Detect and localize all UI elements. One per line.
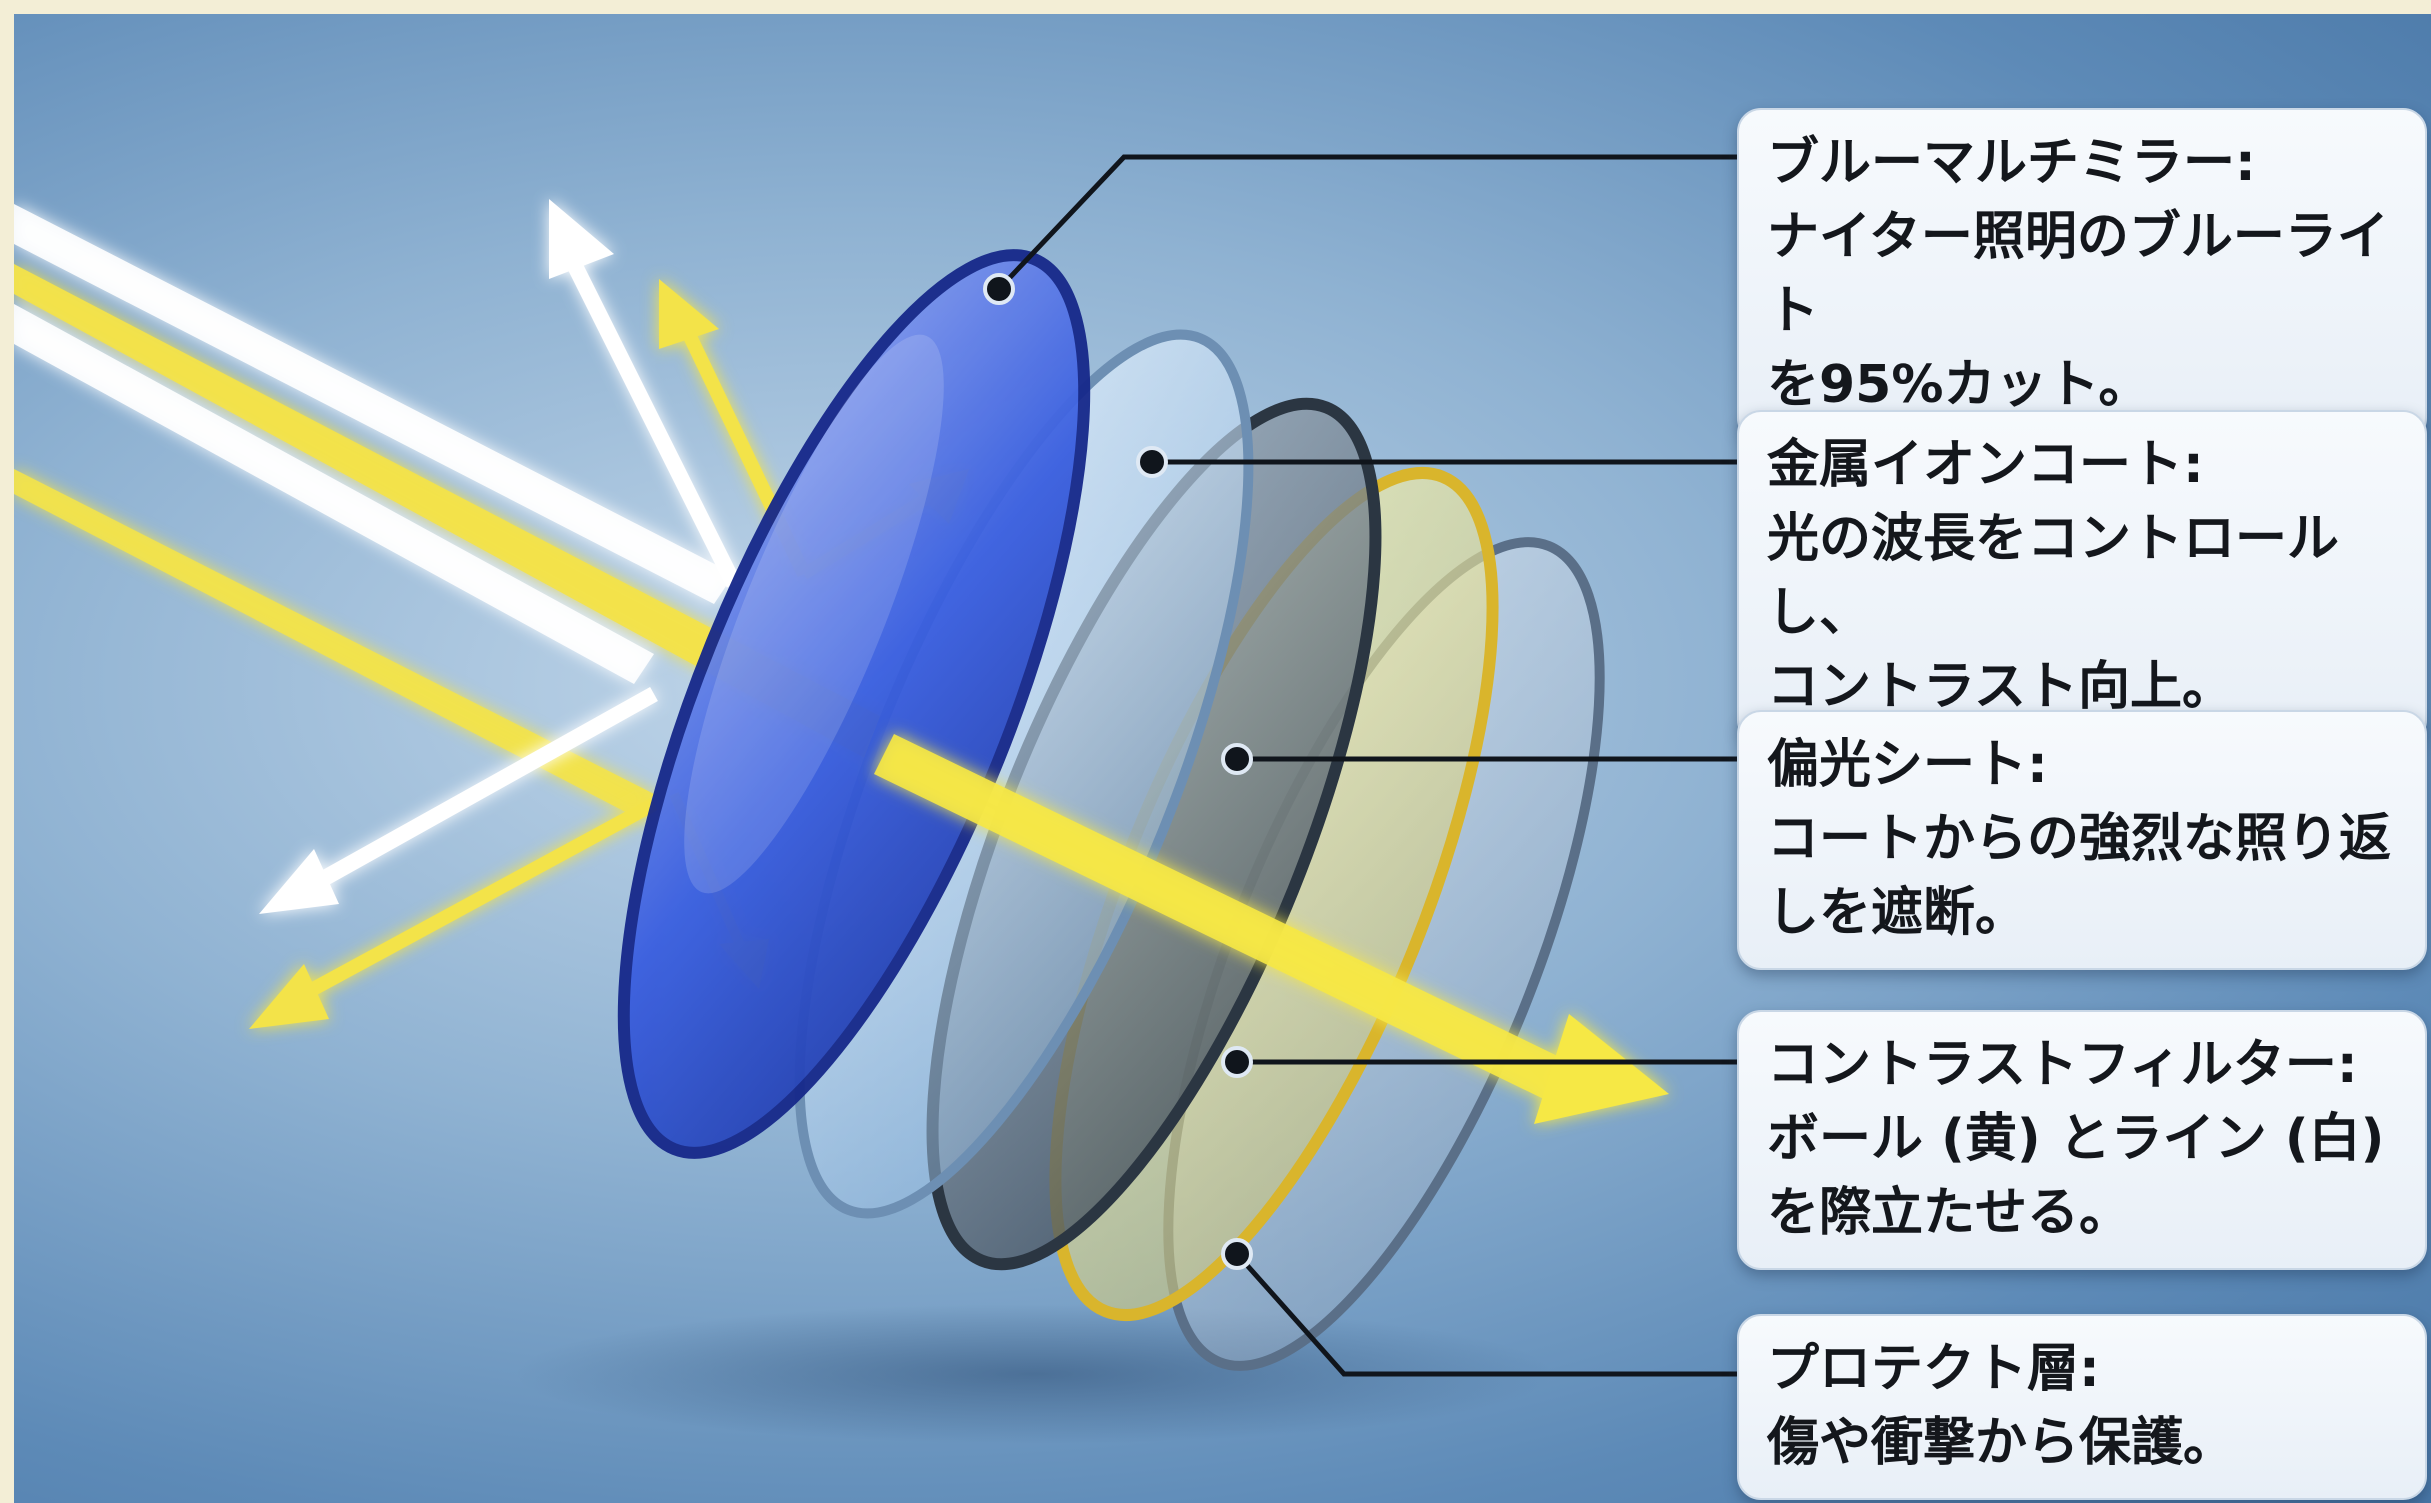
yellow-reflect-down-arrowhead	[249, 964, 329, 1029]
lens-illustration	[14, 154, 1737, 1444]
transmitted-light-ray	[874, 734, 1669, 1124]
white-reflect-down	[310, 687, 658, 891]
white-reflect-up	[566, 260, 742, 588]
callout-description: ナイター照明のブルーライト を95%カット。	[1767, 207, 2389, 415]
incoming-light-rays	[14, 204, 914, 819]
callout-title: 金属イオンコート:	[1767, 435, 2204, 495]
white-reflect-down-arrowhead	[259, 849, 339, 914]
leader-dot-blue-mirror	[983, 273, 1015, 305]
callout-blue-multimirror: ブルーマルチミラー: ナイター照明のブルーライト を95%カット。	[1737, 108, 2427, 442]
blue-lens-highlight	[684, 334, 944, 894]
leader-dot-polarizer	[1221, 743, 1253, 775]
callout-description: ボール (黄) とライン (白) を際立たせる。	[1767, 1109, 2385, 1243]
leader-dot-metal-ion	[1136, 446, 1168, 478]
callout-title: 偏光シート:	[1767, 735, 2048, 795]
yellow-reflect-up-arrowhead	[659, 279, 719, 349]
white-ray-1	[14, 204, 734, 604]
white-ray-2	[14, 304, 654, 684]
callout-contrast-filter: コントラストフィルター: ボール (黄) とライン (白) を際立たせる。	[1737, 1010, 2427, 1270]
callout-description: コートからの強烈な照り返 しを遮断。	[1767, 809, 2392, 943]
leader-line-protect	[1235, 1252, 1737, 1377]
leader-dots	[983, 273, 1253, 1270]
callout-title: ブルーマルチミラー:	[1767, 133, 2256, 193]
yellow-ray-2	[14, 469, 654, 819]
transmitted-ray-arrowhead	[1534, 1014, 1669, 1124]
callout-polarizing-sheet: 偏光シート: コートからの強烈な照り返 しを遮断。	[1737, 710, 2427, 970]
leader-lines	[997, 154, 1737, 1377]
leader-line-blue-mirror	[997, 154, 1737, 291]
transmitted-ray-body	[874, 734, 1574, 1104]
leader-dot-protect	[1221, 1238, 1253, 1270]
yellow-reflect-down	[300, 797, 658, 1001]
callout-description: 傷や衝撃から保護。	[1767, 1413, 2236, 1473]
leader-dot-contrast	[1221, 1046, 1253, 1078]
callout-protect-layer: プロテクト層: 傷や衝撃から保護。	[1737, 1314, 2427, 1500]
lens-layers-diagram: ブルーマルチミラー: ナイター照明のブルーライト を95%カット。 金属イオンコ…	[14, 14, 2431, 1503]
lens-stack	[617, 249, 1605, 1371]
yellow-ray-1	[14, 264, 914, 774]
callout-description: 光の波長をコントロールし、 コントラスト向上。	[1767, 509, 2340, 717]
lens-blue-multimirror	[617, 249, 1091, 1159]
white-reflect-up-arrowhead	[549, 199, 614, 279]
callout-metal-ion-coat: 金属イオンコート: 光の波長をコントロールし、 コントラスト向上。	[1737, 410, 2427, 744]
callout-title: プロテクト層:	[1767, 1339, 2100, 1399]
callout-title: コントラストフィルター:	[1767, 1035, 2358, 1095]
